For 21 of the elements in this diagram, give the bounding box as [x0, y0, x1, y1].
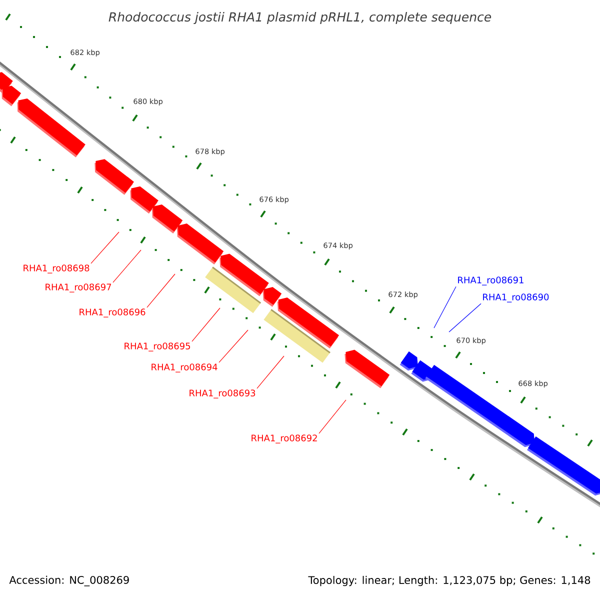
gene-label: RHA1_ro08697 — [46, 284, 112, 292]
gene-label: RHA1_ro08694 — [152, 364, 218, 372]
gene-label: RHA1_ro08695 — [124, 342, 190, 352]
leader-line — [146, 274, 176, 308]
leader-line — [90, 232, 120, 264]
title: Rhodococcus jostii RHA1 plasmid pRHL1, complete sequence — [108, 12, 492, 24]
leader-line — [448, 303, 482, 332]
leader-line — [318, 400, 346, 434]
gene-label: RHA1_ro08692 — [252, 434, 317, 444]
leader-line — [112, 250, 142, 283]
gene-label: RHA1_ro08691 — [458, 276, 524, 286]
gene-label: RHA1_ro08696 — [80, 308, 146, 318]
gene-label: RHA1_ro08698 — [24, 264, 90, 274]
footer-text: Accession: NC_008269 — [9, 576, 129, 586]
leader-line — [218, 330, 248, 363]
gene-label: RHA1_ro08690 — [483, 294, 549, 302]
gene-label: RHA1_ro08693 — [190, 390, 256, 398]
leader-line — [256, 356, 284, 389]
leader-line — [434, 286, 456, 328]
leader-line — [192, 308, 220, 342]
footer-text: Topology: linear; Length: 1,123,075 bp; Genes: 1,148 — [308, 576, 590, 586]
